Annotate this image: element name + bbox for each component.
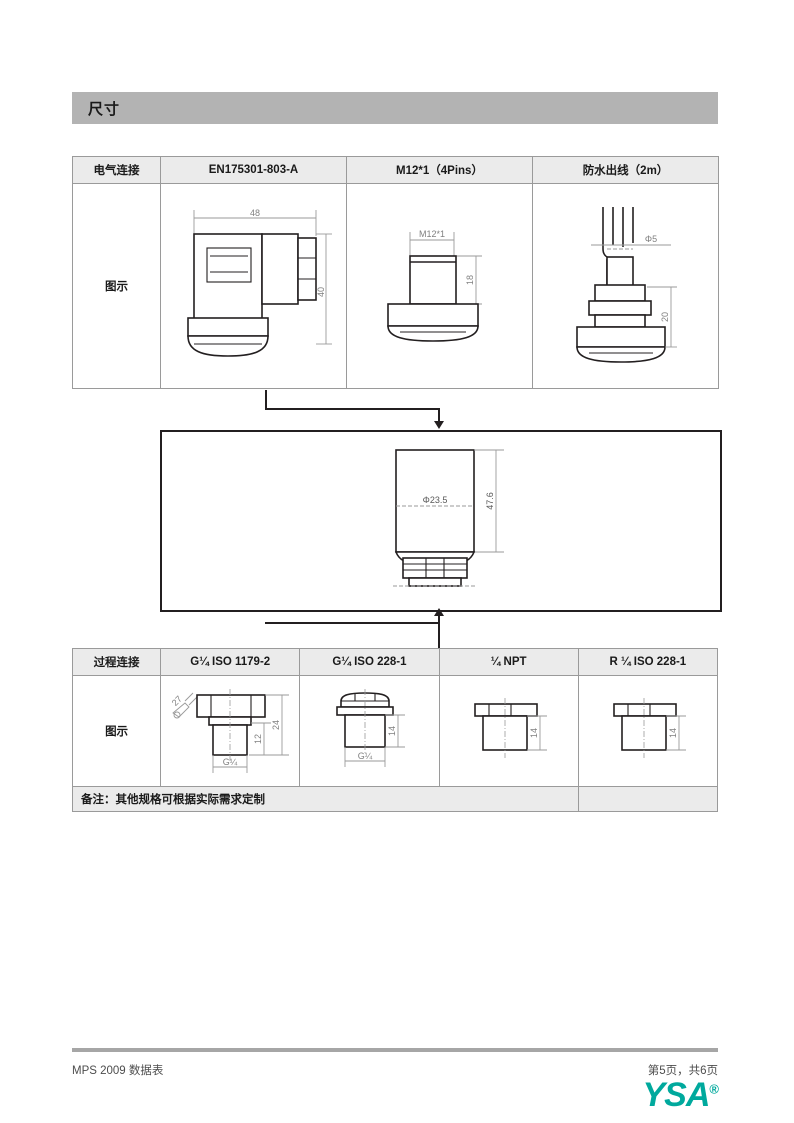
- dim-label-thread: G¼: [222, 757, 237, 767]
- table-row: 图示 27: [71, 675, 719, 787]
- dim-label-thread-length: 14: [387, 726, 397, 736]
- process-row-label-body: 图示: [71, 675, 162, 787]
- process-table-note: 备注：其他规格可根据实际需求定制: [72, 786, 579, 812]
- connector-line-vertical-bottom: [438, 624, 440, 648]
- table-row: 电气连接 EN175301-803-A M12*1（4Pins） 防水出线（2m…: [72, 156, 719, 184]
- connector-line-vertical-down: [438, 408, 440, 422]
- dim-label-diameter: Φ23.5: [423, 495, 448, 505]
- drawing-r14-iso228: 14: [577, 675, 719, 787]
- dim-label-height: 40: [316, 287, 326, 297]
- brand-logo-text: YSA: [642, 1076, 710, 1114]
- connector-line-vertical-up: [438, 616, 440, 624]
- process-table-note-blank: [577, 786, 719, 812]
- dim-label-thread-length: 14: [668, 727, 678, 737]
- electrical-col-header-m12: M12*1（4Pins）: [346, 156, 533, 184]
- section-title-bar: 尺寸: [72, 92, 718, 124]
- dim-label-width: 48: [249, 208, 259, 218]
- dim-label-height: 18: [465, 275, 475, 285]
- registered-trademark-icon: ®: [709, 1081, 719, 1097]
- connector-line-horizontal-top: [265, 408, 440, 410]
- dim-label-total: 24: [271, 719, 281, 729]
- electrical-row-label-body: 图示: [72, 183, 161, 389]
- dim-label-height: 47.6: [485, 492, 495, 510]
- drawing-g14-iso228: 14 G¼: [299, 675, 440, 787]
- footer-page-number: 第5页，共6页: [647, 1065, 718, 1077]
- arrow-head-up-icon: [434, 608, 444, 616]
- table-row-note: 备注：其他规格可根据实际需求定制: [72, 786, 719, 812]
- sensor-body-panel: Φ23.5 47.6: [160, 430, 722, 612]
- wrench-icon: [171, 692, 198, 718]
- dim-label-thread-length: 14: [529, 727, 539, 737]
- drawing-m12: M12*1 18: [346, 183, 533, 389]
- connector-line-vertical-top: [265, 390, 267, 410]
- dim-label-thread: M12*1: [418, 229, 444, 239]
- electrical-row-label-header: 电气连接: [72, 156, 161, 184]
- dim-label-thread-length: 12: [253, 733, 263, 743]
- footer-divider: [72, 1048, 718, 1052]
- footer-document-title: MPS 2009 数据表: [72, 1065, 164, 1077]
- electrical-col-header-cable: 防水出线（2m）: [532, 156, 719, 184]
- process-col-header-g14-228: G¼ ISO 228-1: [299, 648, 440, 676]
- page-title: 尺寸: [88, 100, 121, 118]
- process-col-header-g14-1179: G¼ ISO 1179-2: [160, 648, 301, 676]
- table-row: 图示 48 40: [72, 183, 719, 389]
- process-connection-table: 过程连接 G¼ ISO 1179-2 G¼ ISO 228-1 ¼ NPT R …: [71, 648, 719, 812]
- table-row: 过程连接 G¼ ISO 1179-2 G¼ ISO 228-1 ¼ NPT R …: [71, 648, 719, 676]
- process-row-label-header: 过程连接: [71, 648, 162, 676]
- drawing-npt14: 14: [438, 675, 579, 787]
- brand-logo: YSA®: [642, 1078, 718, 1112]
- drawing-g14-iso1179: 27 24 12: [160, 675, 301, 787]
- process-col-header-r14-228: R ¼ ISO 228-1: [577, 648, 719, 676]
- dim-label-cable-dia: Φ5: [644, 234, 656, 244]
- electrical-connection-table: 电气连接 EN175301-803-A M12*1（4Pins） 防水出线（2m…: [72, 156, 719, 389]
- connector-line-horizontal-bottom: [265, 622, 440, 624]
- drawing-cable: Φ5 20: [532, 183, 719, 389]
- electrical-col-header-en175301: EN175301-803-A: [160, 156, 347, 184]
- process-col-header-npt14: ¼ NPT: [438, 648, 579, 676]
- drawing-en175301: 48 40: [160, 183, 347, 389]
- dim-label-thread: G¼: [358, 751, 373, 761]
- dim-label-height: 20: [660, 312, 670, 322]
- arrow-head-down-icon: [434, 421, 444, 429]
